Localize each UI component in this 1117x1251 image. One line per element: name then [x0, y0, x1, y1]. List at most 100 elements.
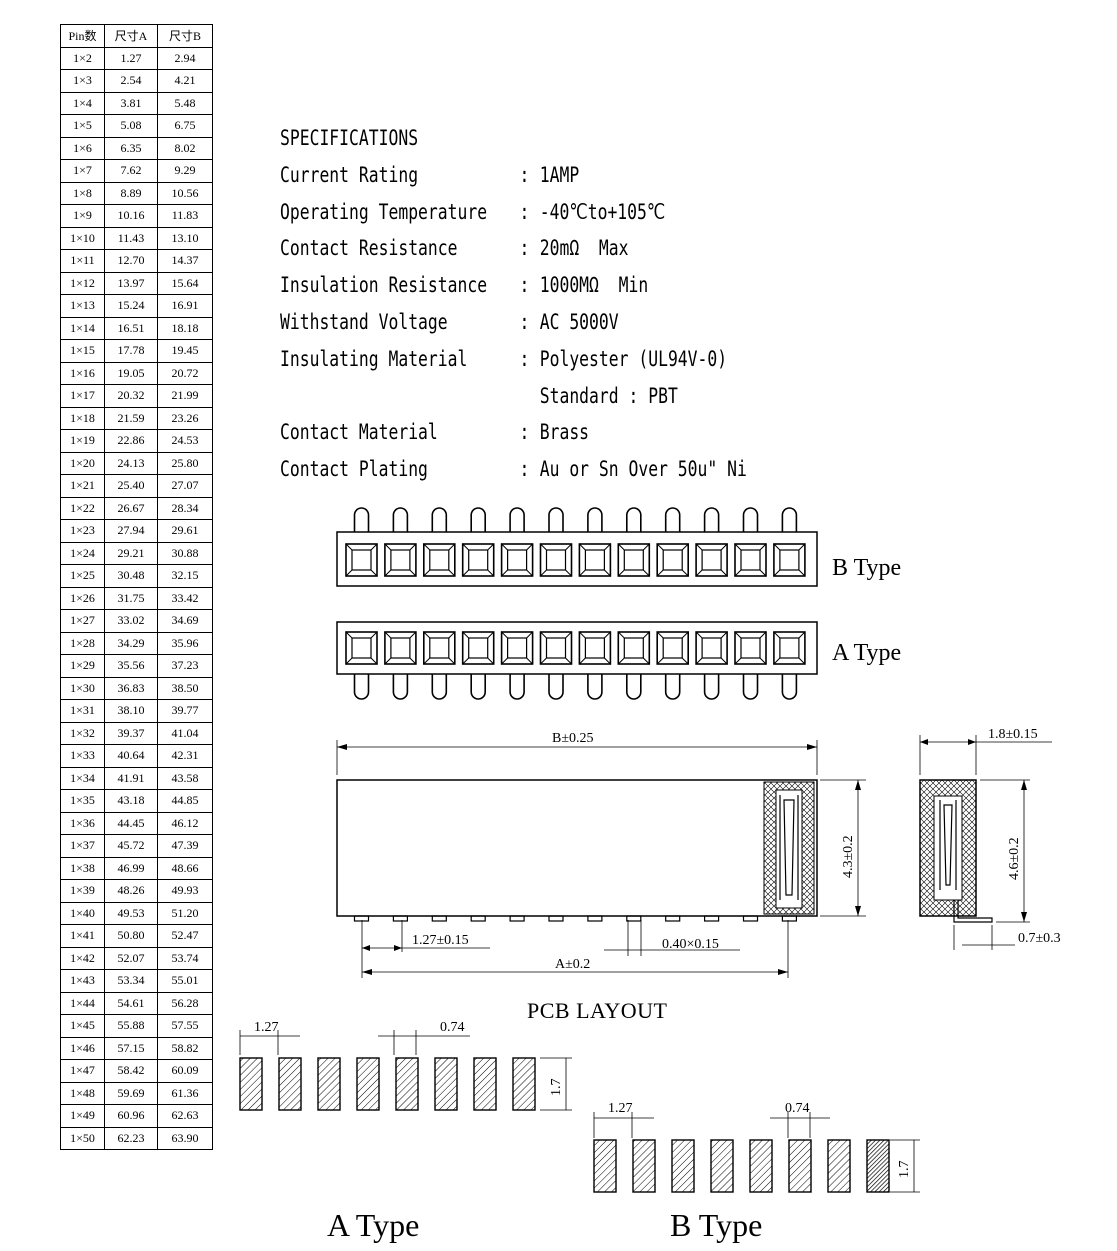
b-type-pin — [587, 507, 603, 532]
front-pin — [392, 915, 408, 922]
pcb-b-pad — [593, 1139, 617, 1193]
dimension-b-cell: 6.75 — [157, 114, 213, 138]
front-pin — [665, 915, 681, 922]
a-type-label: A Type — [832, 640, 901, 666]
a-type-contact-cell — [578, 631, 612, 665]
pcb-b-pad-width: 0.74 — [785, 1101, 810, 1116]
pcb-a-pad — [434, 1057, 458, 1111]
pcb-b-type: 1.27 0.74 1.7 — [593, 1101, 920, 1193]
dimension-a-cell: 29.21 — [104, 541, 158, 565]
dimension-b-cell: 33.42 — [157, 586, 213, 610]
dimension-a-cell: 57.15 — [104, 1036, 158, 1060]
dimension-b-cell: 63.90 — [157, 1126, 213, 1150]
pcb-a-pad — [395, 1057, 419, 1111]
dimension-b-cell: 15.64 — [157, 271, 213, 295]
a-type-contact-cell — [617, 631, 651, 665]
dimension-b-cell: 16.91 — [157, 294, 213, 318]
dimension-a-cell: 11.43 — [104, 226, 158, 250]
dimension-a-cell: 43.18 — [104, 789, 158, 813]
b-type-pin — [703, 507, 720, 532]
dimension-a-cell: 44.45 — [104, 811, 158, 835]
pcb-a-pad — [317, 1057, 341, 1111]
dimension-b-cell: 8.02 — [157, 136, 213, 160]
spec-separator: : — [519, 346, 530, 371]
spec-label: Current Rating — [280, 162, 419, 187]
dimension-a-cell: 41.91 — [104, 766, 158, 790]
pcb-a-type-label: A Type — [327, 1207, 419, 1243]
pin-count-cell: 1×45 — [60, 1014, 105, 1038]
spec-row: Insulating Material: Polyester (UL94V-0) — [280, 341, 747, 378]
pcb-a-pad — [356, 1057, 380, 1111]
b-type-contact-cell — [656, 543, 690, 577]
pin-count-cell: 1×36 — [60, 811, 105, 835]
a-type-pin — [431, 674, 448, 700]
specifications-title: SPECIFICATIONS — [280, 126, 419, 150]
pcb-a-pad — [278, 1057, 302, 1111]
b-type-contact-cell — [461, 543, 495, 577]
dimension-b-cell: 11.83 — [157, 204, 213, 228]
pin-count-cell: 1×9 — [60, 204, 105, 228]
dimension-a-cell: 35.56 — [104, 654, 158, 678]
pcb-a-pad — [473, 1057, 497, 1111]
a-type-pin — [470, 674, 486, 700]
spec-label: Insulating Material — [280, 346, 468, 371]
a-type-contact-cell — [656, 631, 690, 665]
pin-count-cell: 1×32 — [60, 721, 105, 745]
front-pin — [431, 915, 447, 922]
spec-row: Contact Material:Brass — [280, 414, 747, 451]
side-view: 1.8±0.15 4.6±0.2 0.7±0.3 — [919, 727, 1061, 950]
pin-count-cell: 1×30 — [60, 676, 105, 700]
dimension-b-cell: 52.47 — [157, 924, 213, 948]
pcb-b-pad — [788, 1139, 812, 1193]
spec-label: Withstand Voltage — [280, 309, 448, 334]
b-type-label: B Type — [832, 555, 901, 581]
spec-value: -40℃to+105℃ — [539, 199, 666, 224]
dim-height-side: 4.6±0.2 — [1007, 837, 1022, 880]
dimension-a-cell: 62.23 — [104, 1126, 158, 1150]
spec-separator: : — [519, 162, 530, 187]
dimension-a-cell: 12.70 — [104, 249, 158, 273]
b-type-pin — [509, 507, 525, 532]
spec-value: Polyester (UL94V-0) — [539, 346, 728, 371]
pin-count-cell: 1×10 — [60, 226, 105, 250]
dim-side-width: 1.8±0.15 — [988, 727, 1038, 742]
spec-row: Contact Plating:Au or Sn Over 50u" Ni — [280, 451, 747, 488]
dimension-a-cell: 58.42 — [104, 1059, 158, 1083]
pcb-b-pad — [827, 1139, 851, 1193]
b-type-pin — [742, 507, 759, 532]
pin-count-cell: 1×16 — [60, 361, 105, 385]
pcb-b-pad-height: 1.7 — [897, 1161, 912, 1179]
pin-count-cell: 1×4 — [60, 91, 105, 115]
a-type-pin — [664, 674, 681, 700]
pin-count-cell: 1×7 — [60, 159, 105, 183]
b-type-pin — [664, 507, 681, 532]
spec-value: AC 5000V — [539, 309, 619, 334]
front-pin — [509, 915, 525, 922]
spec-label: Contact Resistance — [280, 236, 458, 261]
dimension-b-cell: 13.10 — [157, 226, 213, 250]
b-type-contact-cell — [345, 543, 378, 577]
dimension-a-cell: 24.13 — [104, 451, 158, 475]
pcb-b-pad — [749, 1139, 773, 1193]
a-type-contact-cell — [539, 631, 573, 665]
spec-value: 1AMP — [539, 162, 580, 187]
a-type-contact-cell — [734, 631, 767, 665]
